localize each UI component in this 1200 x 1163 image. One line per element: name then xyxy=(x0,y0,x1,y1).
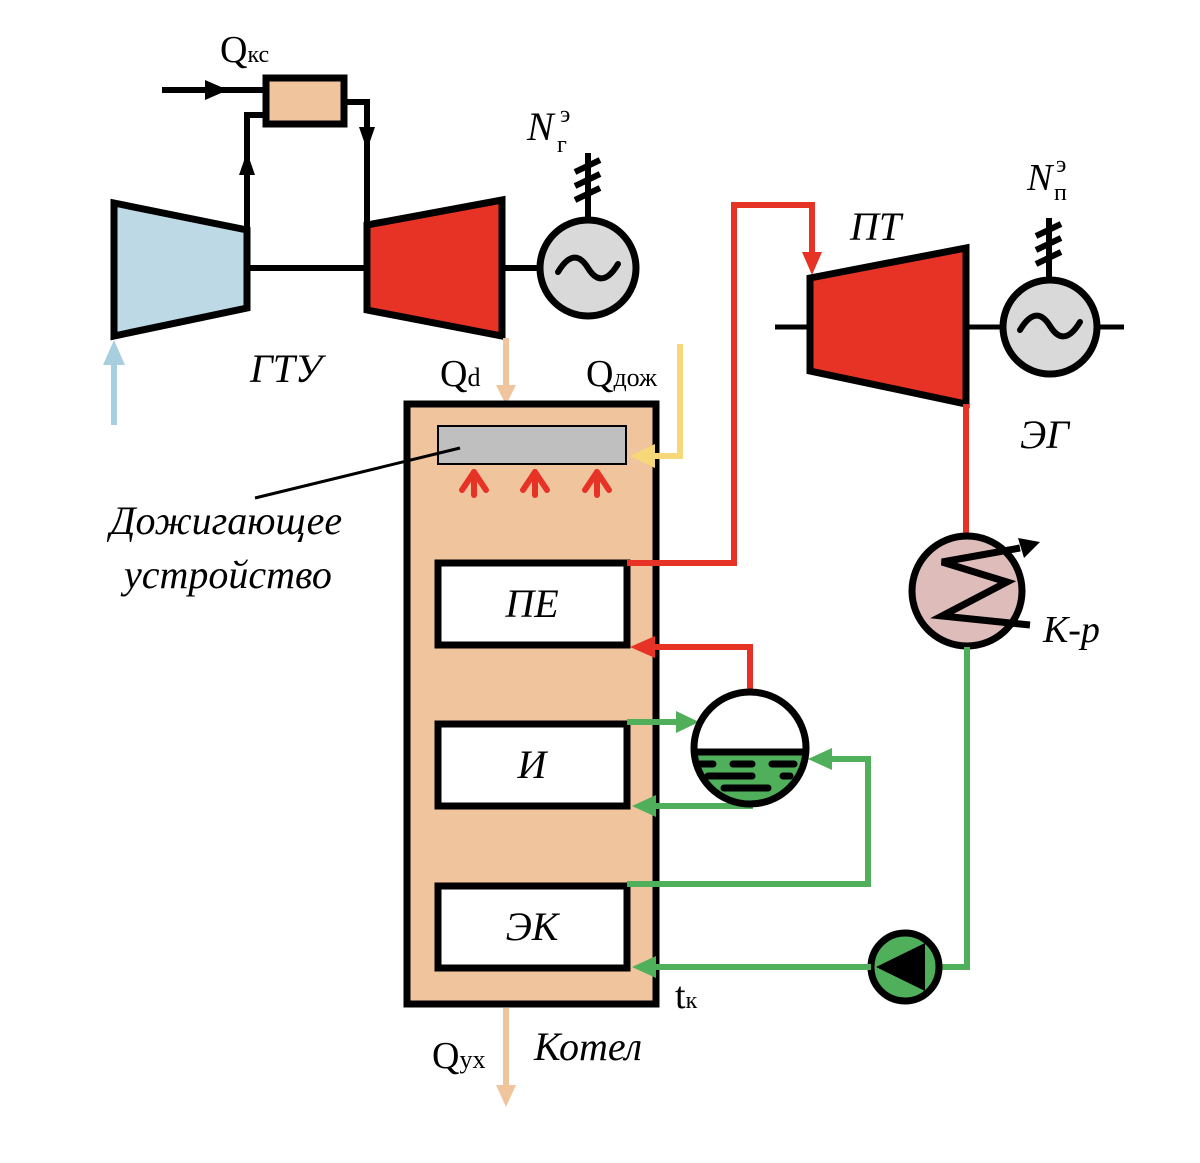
compressor xyxy=(110,198,251,341)
gas-generator xyxy=(536,216,640,320)
label-n-g: N xyxy=(526,104,556,149)
label-ek: ЭК xyxy=(506,904,561,949)
gas-turbine xyxy=(363,195,506,341)
fuel-inlet-line xyxy=(162,80,265,100)
label-i: И xyxy=(517,742,549,787)
label-afterburner-2: устройство xyxy=(120,552,332,597)
drum xyxy=(690,688,810,808)
flue-gas-exit-arrow xyxy=(496,1008,516,1107)
air-inlet-arrow xyxy=(103,340,125,425)
power-output-icon xyxy=(1034,218,1063,280)
condenser xyxy=(908,532,1040,650)
superheater: ПЕ xyxy=(434,559,631,649)
afterburner xyxy=(437,425,627,465)
steam-arrow-icon xyxy=(802,252,822,275)
label-q-dozh: Qдож xyxy=(586,353,658,395)
compressed-air-line xyxy=(239,112,266,230)
label-pe: ПЕ xyxy=(504,581,558,626)
flame-arrow-icon xyxy=(582,469,612,498)
evaporator: И xyxy=(434,720,631,810)
up-arrow-icon xyxy=(239,152,255,175)
label-eg: ЭГ xyxy=(1020,412,1071,457)
superheated-steam-line xyxy=(627,202,822,566)
afterburner-leader-line xyxy=(254,446,461,500)
label-n-g-sub: г xyxy=(557,132,567,158)
afterburner-fuel-line xyxy=(630,344,683,468)
power-output-icon xyxy=(573,153,602,220)
label-boiler: Котел xyxy=(533,1024,642,1069)
steam-turbine xyxy=(806,243,970,409)
ac-wave-icon xyxy=(1017,312,1083,340)
label-q-kc: Qкс xyxy=(220,29,269,71)
label-n-p-sup: э xyxy=(1056,152,1066,178)
flame-arrows xyxy=(459,469,612,498)
down-arrow-icon xyxy=(359,127,375,150)
condenser-coil-icon xyxy=(930,544,1031,629)
feedwater-line xyxy=(632,956,871,978)
exhaust-gas-arrow xyxy=(496,338,516,405)
economizer-to-drum-line xyxy=(627,748,871,887)
label-q-ux: Qух xyxy=(432,1035,485,1077)
cooling-water-arrow-icon xyxy=(1018,538,1040,558)
label-t-k: tк xyxy=(675,975,698,1017)
label-n-g-sup: э xyxy=(560,102,570,128)
label-q-d: Qd xyxy=(440,353,480,395)
hot-gas-line xyxy=(344,99,375,225)
label-n-p-sub: п xyxy=(1054,180,1067,206)
feed-pump xyxy=(867,929,943,1005)
flame-arrow-icon xyxy=(520,469,550,498)
label-gtu: ГТУ xyxy=(249,346,327,391)
saturated-steam-line xyxy=(630,636,753,692)
condensate-line xyxy=(940,647,970,970)
combustion-chamber xyxy=(262,74,348,128)
label-condenser: К-р xyxy=(1042,609,1100,651)
pump-triangle-icon xyxy=(876,943,925,991)
label-n-p: N xyxy=(1026,157,1055,199)
evaporator-riser-line xyxy=(627,711,699,733)
label-pt: ПТ xyxy=(849,204,904,249)
economizer: ЭК xyxy=(434,882,631,972)
steam-generator xyxy=(999,276,1101,378)
ac-wave-icon xyxy=(555,254,621,282)
label-afterburner-1: Дожигающее xyxy=(106,498,342,543)
flame-arrow-icon xyxy=(459,469,489,498)
fuel-arrow-icon xyxy=(205,80,228,100)
